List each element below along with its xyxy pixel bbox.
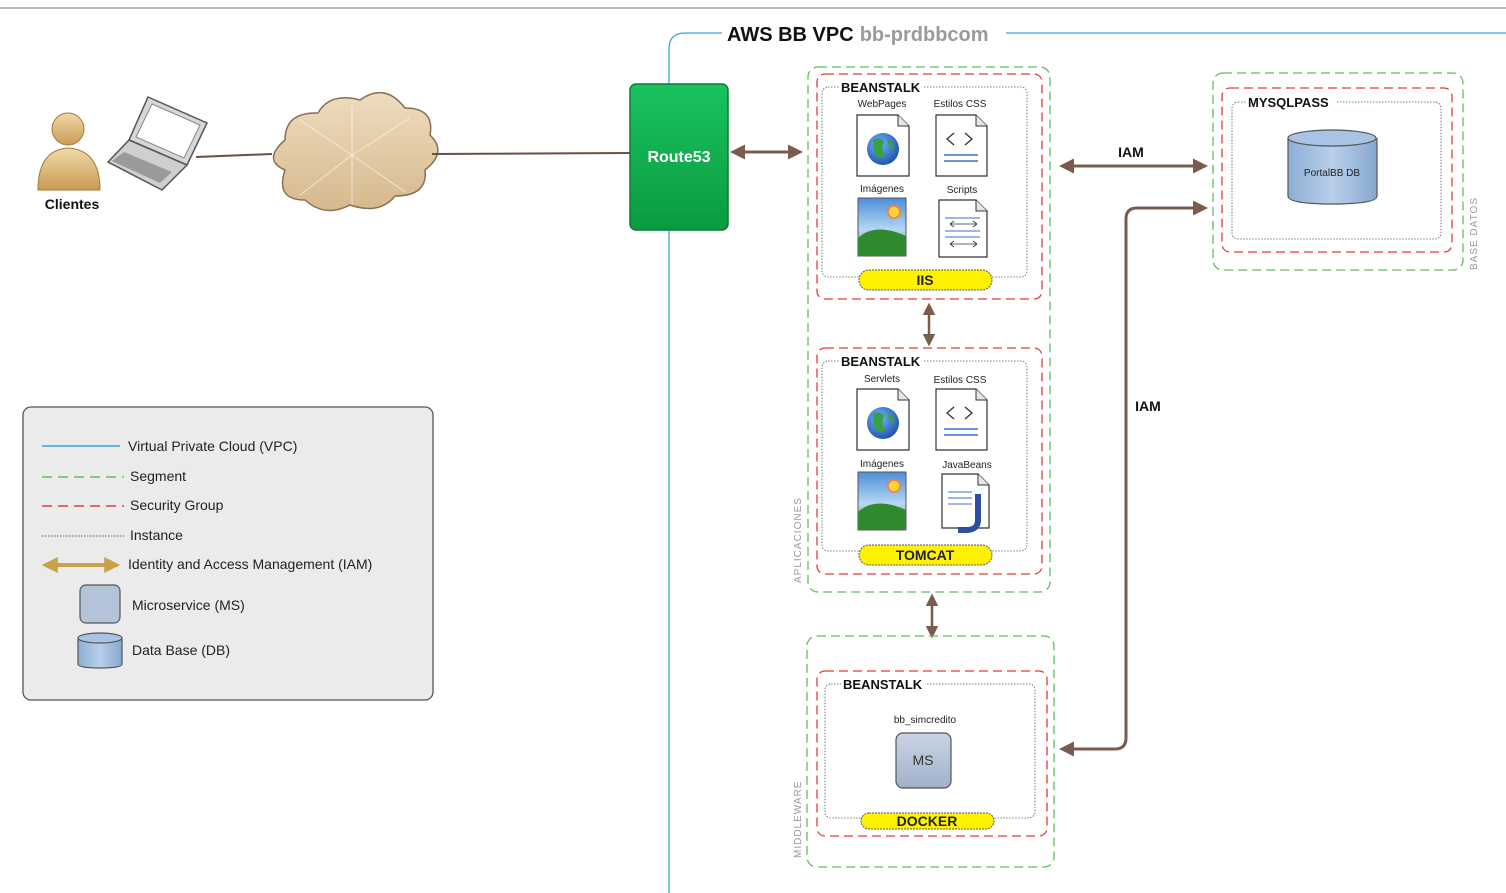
legend-item-iam: Identity and Access Management (IAM) <box>128 556 372 572</box>
person-icon <box>37 112 101 191</box>
laptop-icon <box>106 96 209 191</box>
docker-badge <box>860 812 995 830</box>
segment-base-datos <box>1212 72 1464 271</box>
segment-aplicaciones-label: APLICACIONES <box>793 497 804 583</box>
segment-aplicaciones <box>807 66 1051 593</box>
iis-badge-label: IIS <box>916 272 933 288</box>
docker-service-name: bb_simcredito <box>894 715 957 726</box>
security-group-iis <box>816 73 1043 300</box>
iam-arrow-docker-db <box>1059 200 1208 757</box>
iam-label-side: IAM <box>1135 398 1161 414</box>
legend: Virtual Private Cloud (VPC) Segment Secu… <box>22 406 434 701</box>
css-file-icon <box>935 114 988 177</box>
legend-db-swatch <box>77 632 123 669</box>
security-group-mysql <box>1221 87 1453 253</box>
mysql-title: MYSQLPASS <box>1248 95 1329 110</box>
cloud-icon <box>272 91 439 212</box>
vpc-boundary <box>668 32 722 893</box>
tomcat-beanstalk-title: BEANSTALK <box>841 354 921 369</box>
legend-item-db: Data Base (DB) <box>132 642 230 658</box>
iis-beanstalk-title: BEANSTALK <box>841 80 921 95</box>
iis-item-scripts: Scripts <box>947 185 978 196</box>
instance-mysql <box>1231 101 1442 240</box>
docker-beanstalk-title: BEANSTALK <box>843 677 923 692</box>
docker-badge-label: DOCKER <box>897 813 958 829</box>
java-file-icon <box>941 473 990 533</box>
database-icon <box>1287 129 1378 205</box>
iis-item-webpages: WebPages <box>858 99 907 110</box>
tomcat-badge-label: TOMCAT <box>896 547 955 563</box>
tomcat-item-css: Estilos CSS <box>934 375 987 386</box>
legend-item-segment: Segment <box>130 468 186 484</box>
internet-link-left <box>195 153 273 158</box>
web-page-icon <box>856 388 910 451</box>
legend-item-instance: Instance <box>130 527 183 543</box>
instance-iis <box>821 86 1028 278</box>
tomcat-item-servlets: Servlets <box>864 374 900 385</box>
iis-item-css: Estilos CSS <box>934 99 987 110</box>
clients-label: Clientes <box>45 196 100 212</box>
microservice-icon <box>895 732 952 789</box>
route53-box[interactable] <box>629 83 729 231</box>
iis-badge <box>858 269 993 291</box>
legend-item-vpc: Virtual Private Cloud (VPC) <box>128 438 297 454</box>
image-file-icon <box>857 197 907 257</box>
security-group-tomcat <box>816 347 1043 575</box>
segment-middleware-label: MIDDLEWARE <box>793 781 804 858</box>
microservice-label: MS <box>913 752 934 768</box>
instance-docker <box>824 683 1036 819</box>
database-label: PortalBB DB <box>1304 168 1360 179</box>
segment-middleware <box>806 635 1055 868</box>
vpc-name: bb-prdbbcom <box>860 24 989 46</box>
iam-label-top: IAM <box>1118 144 1144 160</box>
instance-tomcat <box>821 360 1028 552</box>
segment-base-datos-label: BASE DATOS <box>1469 197 1480 270</box>
legend-item-security: Security Group <box>130 497 224 513</box>
tomcat-item-javabeans: JavaBeans <box>942 460 991 471</box>
image-file-icon <box>857 471 907 531</box>
legend-item-ms: Microservice (MS) <box>132 597 245 613</box>
route53-label: Route53 <box>647 149 710 166</box>
css-file-icon <box>935 388 988 451</box>
tomcat-item-imagenes: Imágenes <box>860 459 904 470</box>
script-file-icon <box>938 199 988 258</box>
iis-item-imagenes: Imágenes <box>860 184 904 195</box>
tomcat-badge <box>858 544 993 566</box>
legend-ms-swatch <box>79 584 121 624</box>
internet-link-right <box>431 152 631 155</box>
security-group-docker <box>816 670 1048 837</box>
web-page-icon <box>856 114 910 177</box>
